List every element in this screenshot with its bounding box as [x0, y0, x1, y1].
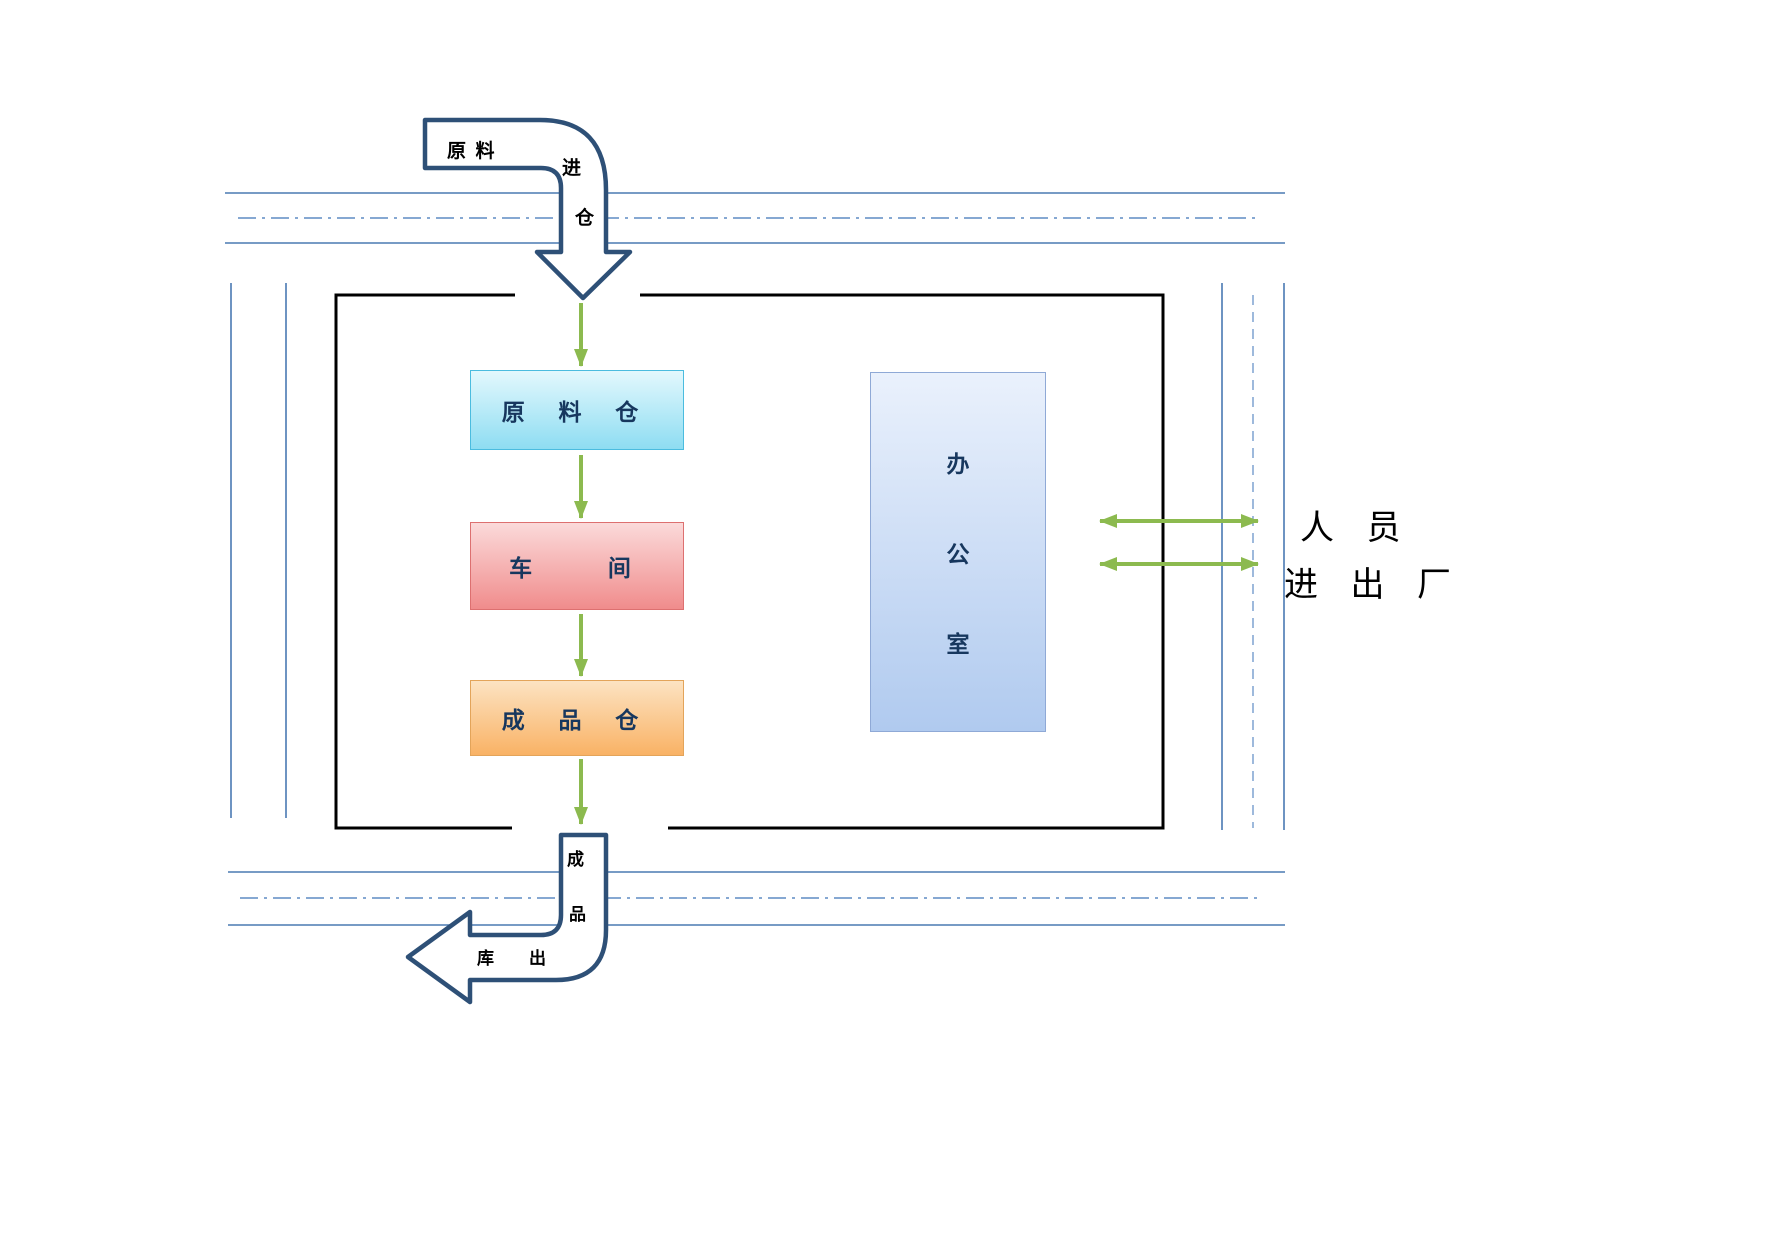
office-label-char-3: 室 [946, 632, 970, 657]
office-label-char-1: 办 [946, 452, 970, 477]
outbound-arrow-label-3: 库 [477, 949, 494, 968]
top-road [225, 192, 1285, 244]
workshop: 车 间 [470, 522, 684, 610]
finished-goods-warehouse: 成 品 仓 [470, 680, 684, 756]
inbound-block-arrow [422, 117, 633, 301]
personnel-label-line1: 人 员 [1300, 510, 1413, 547]
personnel-label-line2: 进 出 厂 [1284, 567, 1463, 604]
inbound-arrow-label-2: 进 [562, 158, 582, 179]
office-label-char-2: 公 [946, 542, 970, 567]
outbound-arrow-label-2: 品 [569, 905, 586, 924]
outbound-block-arrow [405, 832, 609, 1005]
inbound-arrow-label-1: 原 料 [447, 141, 495, 162]
right-road [1221, 283, 1285, 830]
office-building: 办 公 室 [870, 372, 1046, 732]
raw-material-warehouse: 原 料 仓 [470, 370, 684, 450]
outbound-arrow-label-1: 成 [567, 850, 584, 869]
personnel-flow-arrows [1099, 514, 1259, 571]
inbound-arrow-label-3: 仓 [575, 208, 595, 229]
bottom-road [228, 871, 1285, 926]
outbound-arrow-label-4: 出 [529, 949, 546, 968]
left-road [230, 283, 287, 818]
